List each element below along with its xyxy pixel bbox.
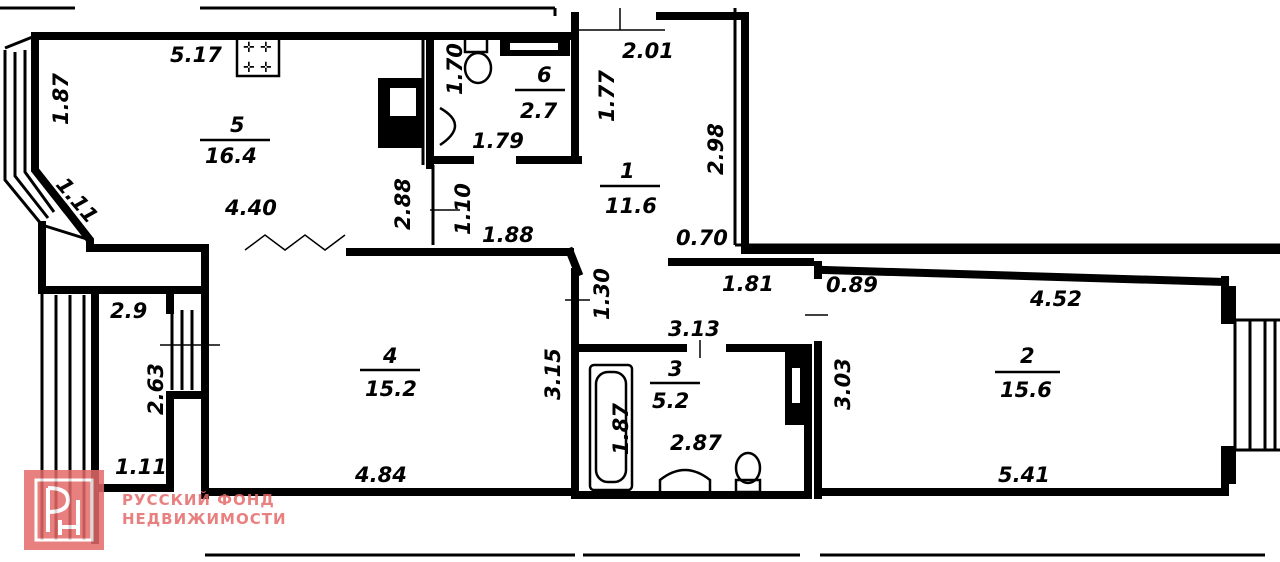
- washbasin-icon: [439, 106, 457, 147]
- room-2-number: 2: [1020, 344, 1035, 368]
- dim-3-13: 3.13: [668, 317, 720, 341]
- dim-2-01: 2.01: [622, 39, 674, 63]
- dim-3-03: 3.03: [831, 358, 855, 410]
- dim-2-87: 2.87: [670, 431, 722, 455]
- svg-text:✛: ✛: [260, 60, 272, 76]
- dim-4-52: 4.52: [1029, 287, 1082, 311]
- room-6-label: 6 2.7: [515, 63, 565, 123]
- dim-1-11-bottom: 1.11: [115, 455, 167, 479]
- room-3-area: 5.2: [652, 389, 689, 413]
- dim-1-87-left: 1.87: [49, 73, 73, 125]
- dim-1-77: 1.77: [595, 70, 619, 122]
- room-4-label: 4 15.2: [360, 344, 420, 401]
- svg-text:✛: ✛: [260, 40, 272, 56]
- dim-2-9: 2.9: [110, 299, 147, 323]
- logo-line-1: РУССКИЙ ФОНД: [122, 490, 275, 509]
- room-6-area: 2.7: [520, 99, 558, 123]
- dim-1-30: 1.30: [590, 268, 614, 320]
- dim-1-87-bath: 1.87: [609, 403, 633, 455]
- dim-4-84: 4.84: [354, 463, 407, 487]
- dim-0-89: 0.89: [826, 273, 878, 297]
- room-6-number: 6: [537, 63, 552, 87]
- toilet-icon: [463, 36, 493, 85]
- walls: [0, 6, 1280, 557]
- room-5-number: 5: [230, 113, 245, 137]
- kitchen-sink-icon: [378, 78, 423, 148]
- dim-1-10: 1.10: [451, 183, 475, 235]
- bath-sink-icon: [658, 468, 712, 492]
- company-logo: РУССКИЙ ФОНД НЕДВИЖИМОСТИ: [24, 470, 287, 550]
- dim-2-63: 2.63: [144, 363, 168, 415]
- cabinet-icon: [785, 350, 807, 425]
- room-4-area: 15.2: [365, 377, 417, 401]
- room-1-area: 11.6: [605, 194, 657, 218]
- fixtures: ✛ ✛ ✛ ✛: [235, 36, 807, 494]
- room-3-number: 3: [668, 357, 683, 381]
- water-heater-icon: [500, 38, 570, 56]
- stove-icon: ✛ ✛ ✛ ✛: [235, 36, 281, 78]
- room-5-label: 5 16.4: [200, 113, 270, 168]
- dim-1-79: 1.79: [472, 129, 524, 153]
- bathtub-icon: [588, 363, 634, 492]
- dim-3-15: 3.15: [541, 348, 565, 400]
- room-labels: 5 16.4 6 2.7 1 11.6 4 15.2 3 5.2 2 15.6: [200, 63, 1060, 413]
- logo-line-2: НЕДВИЖИМОСТИ: [122, 510, 287, 528]
- dim-2-98: 2.98: [704, 123, 728, 175]
- dim-5-17: 5.17: [170, 43, 222, 67]
- dim-1-70: 1.70: [443, 43, 467, 95]
- door-marks: [160, 8, 828, 358]
- dim-5-41: 5.41: [998, 463, 1050, 487]
- room-2-area: 15.6: [1000, 378, 1052, 402]
- dim-1-81: 1.81: [722, 272, 774, 296]
- dim-4-40: 4.40: [224, 196, 277, 220]
- room-1-label: 1 11.6: [600, 159, 660, 218]
- dim-1-88: 1.88: [482, 223, 534, 247]
- room-2-label: 2 15.6: [995, 344, 1060, 402]
- svg-text:✛: ✛: [243, 40, 255, 56]
- svg-text:✛: ✛: [243, 60, 255, 76]
- dim-2-88: 2.88: [391, 178, 415, 230]
- room-3-label: 3 5.2: [650, 357, 700, 413]
- room-5-area: 16.4: [205, 144, 257, 168]
- dim-0-70: 0.70: [676, 226, 728, 250]
- bath-toilet-icon: [734, 451, 762, 494]
- room-1-number: 1: [620, 159, 635, 183]
- room-4-number: 4: [382, 344, 398, 368]
